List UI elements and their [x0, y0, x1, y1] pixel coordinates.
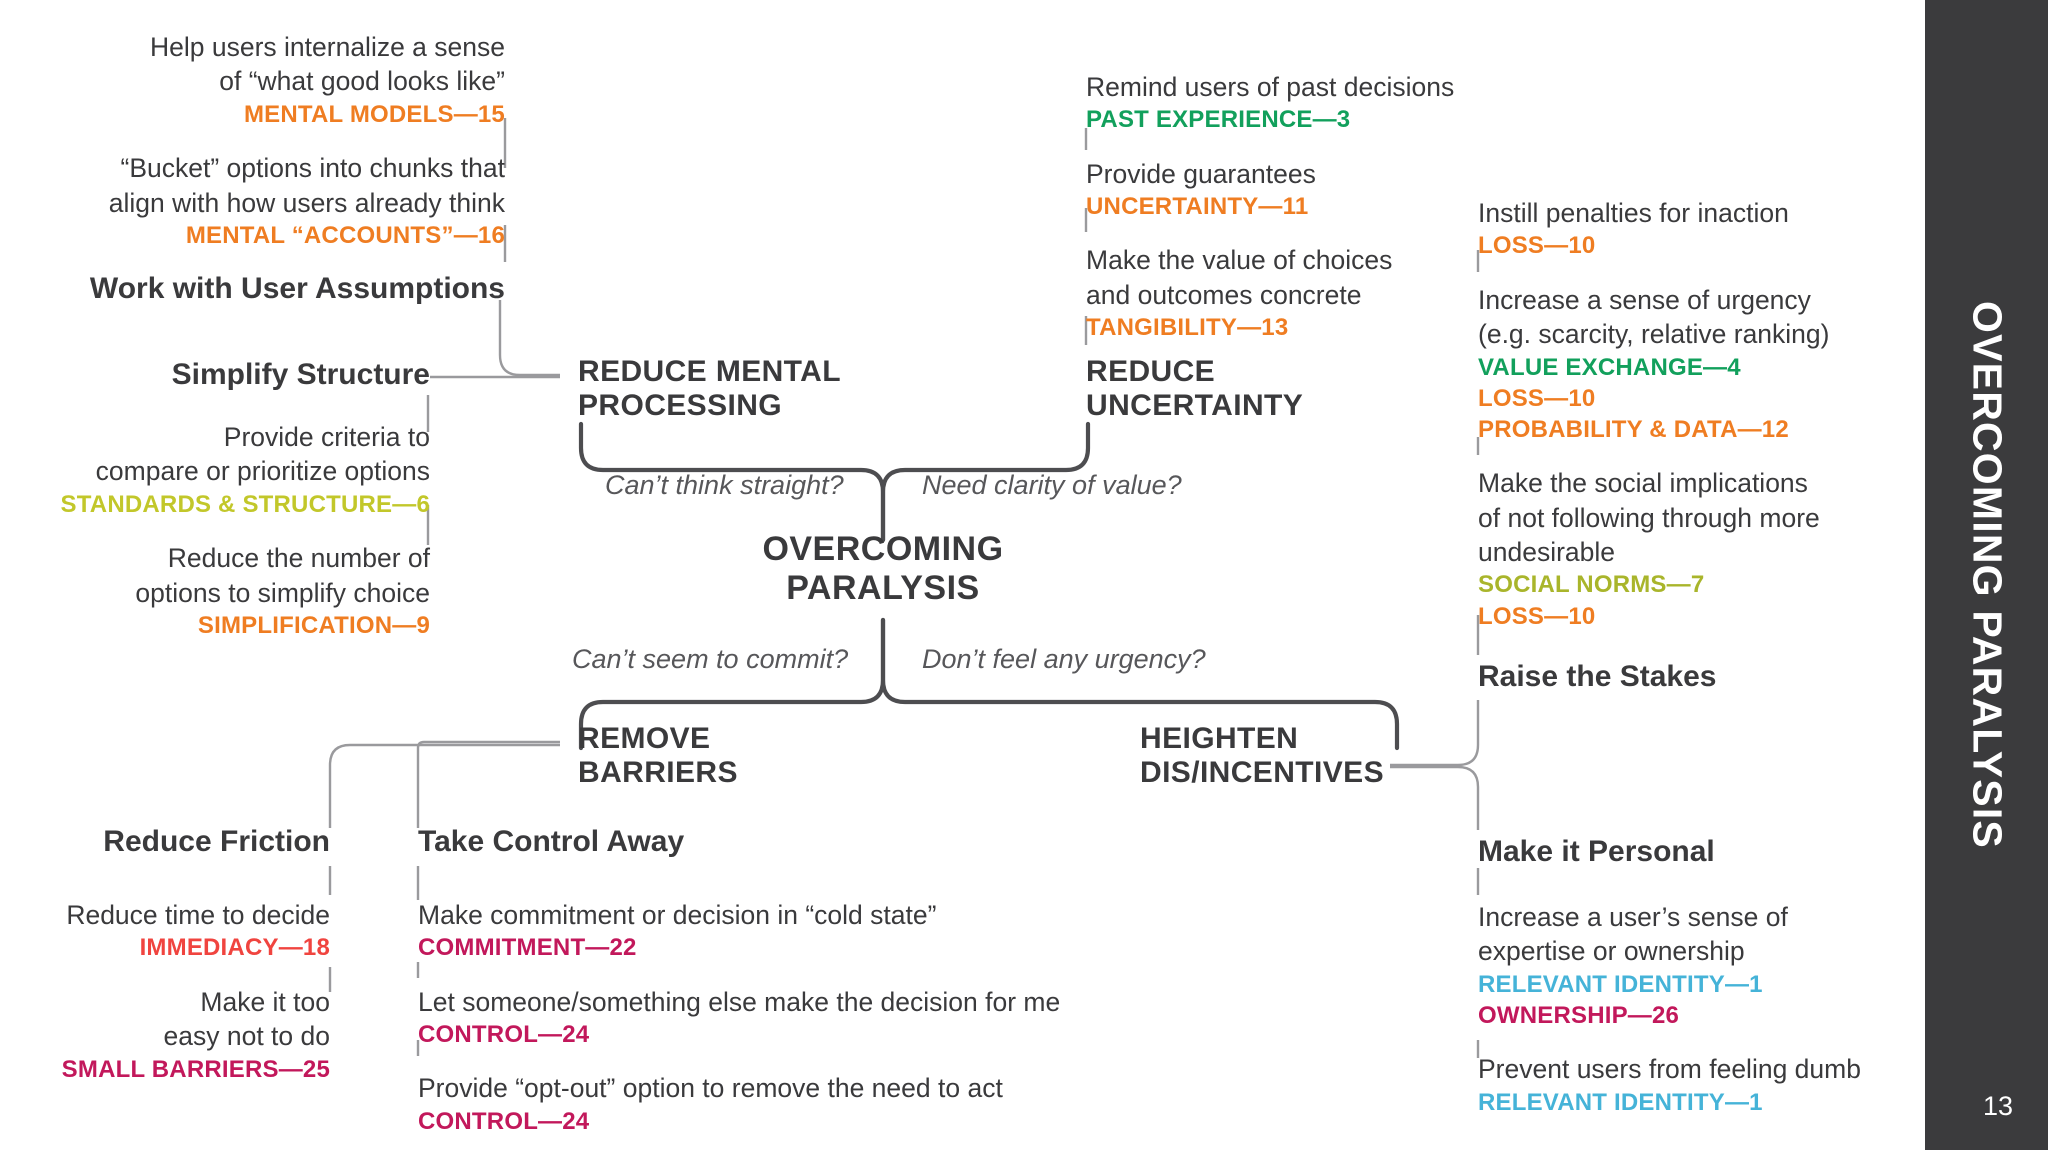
group-heading-make-it-personal: Make it Personal: [1478, 835, 1715, 868]
branch-remove-barriers[interactable]: REMOVE BARRIERS: [578, 722, 738, 789]
group-heading-reduce-friction: Reduce Friction: [103, 825, 330, 858]
principle-tag: PROBABILITY & DATA—12: [1478, 415, 1789, 443]
list-item: Make commitment or decision in “cold sta…: [418, 898, 1118, 964]
principle-tag: VALUE EXCHANGE—4: [1478, 353, 1741, 381]
principle-tag: SOCIAL NORMS—7: [1478, 571, 1705, 599]
item-description: Prevent users from feeling dumb: [1478, 1054, 1861, 1085]
item-description: Make the value of choices and outcomes c…: [1086, 245, 1393, 310]
principle-tag: LOSS—10: [1478, 232, 1596, 260]
list-item: Help users internalize a sense of “what …: [60, 30, 505, 130]
question-label-cant-seem-to-commit: Can’t seem to commit?: [572, 644, 849, 674]
question-label-dont-feel-any-urgency: Don’t feel any urgency?: [922, 644, 1206, 674]
group-make-it-personal-items: Increase a user’s sense of expertise or …: [1478, 900, 1878, 1118]
right-sidebar: OVERCOMING PARALYSIS 13: [1925, 0, 2048, 1150]
item-description: Make it too easy not to do: [163, 986, 330, 1052]
group-take-control-away-items: Make commitment or decision in “cold sta…: [418, 898, 1118, 1137]
group-reduce-friction-items: Reduce time to decide IMMEDIACY—18 Make …: [0, 898, 330, 1085]
principle-tag: SIMPLIFICATION—9: [197, 611, 430, 639]
item-description: Remind users of past decisions: [1086, 72, 1455, 102]
group-heading: Simplify Structure: [171, 358, 430, 391]
list-item: Provide “opt-out” option to remove the n…: [418, 1071, 1118, 1137]
item-description: Let someone/something else make the deci…: [418, 986, 1061, 1017]
item-description: Help users internalize a sense of “what …: [150, 32, 505, 97]
question-label-cant-think-straight: Can’t think straight?: [605, 470, 844, 500]
group-heading-take-control-away: Take Control Away: [418, 825, 685, 858]
principle-tag: OWNERSHIP—26: [1478, 1002, 1680, 1030]
group-simplify-structure: Simplify Structure: [10, 358, 430, 392]
item-description: Instill penalties for inaction: [1478, 198, 1789, 228]
principle-tag: RELEVANT IDENTITY—1: [1478, 1088, 1763, 1116]
item-description: Make the social implications of not foll…: [1478, 468, 1820, 567]
sidebar-title: OVERCOMING PARALYSIS: [1964, 301, 2010, 849]
group-simplify-structure-items: Provide criteria to compare or prioritiz…: [10, 420, 431, 641]
list-item: Make the value of choices and outcomes c…: [1086, 243, 1486, 343]
principle-tag: STANDARDS & STRUCTURE—6: [60, 490, 430, 518]
principle-tag: IMMEDIACY—18: [139, 934, 330, 962]
principle-tag: UNCERTAINTY—11: [1086, 193, 1309, 221]
principle-tag: MENTAL MODELS—15: [243, 100, 505, 128]
principle-tag: TANGIBILITY—13: [1086, 314, 1289, 342]
item-description: Provide criteria to compare or prioritiz…: [95, 422, 430, 487]
list-item: Increase a user’s sense of expertise or …: [1478, 900, 1878, 1031]
principle-tag: RELEVANT IDENTITY—1: [1478, 970, 1763, 998]
item-description: Increase a sense of urgency (e.g. scarci…: [1478, 284, 1830, 350]
group-work-with-user-assumptions: Help users internalize a sense of “what …: [60, 30, 505, 306]
list-item: Reduce the number of options to simplify…: [10, 541, 430, 641]
principle-tag: LOSS—10: [1478, 602, 1596, 630]
group-heading-raise-the-stakes: Raise the Stakes: [1478, 660, 1717, 693]
item-description: Increase a user’s sense of expertise or …: [1478, 902, 1788, 967]
principle-tag: CONTROL—24: [418, 1021, 590, 1049]
item-description: Provide “opt-out” option to remove the n…: [418, 1073, 1003, 1104]
list-item: “Bucket” options into chunks that align …: [60, 151, 505, 251]
list-item: Provide guarantees UNCERTAINTY—11: [1086, 157, 1486, 223]
item-description: “Bucket” options into chunks that align …: [108, 153, 505, 218]
principle-tag: LOSS—10: [1478, 384, 1596, 412]
principle-tag: MENTAL “ACCOUNTS”—16: [185, 221, 505, 249]
center-node-title[interactable]: OVERCOMING PARALYSIS: [762, 530, 1004, 607]
item-description: Reduce time to decide: [66, 900, 330, 930]
item-description: Provide guarantees: [1086, 158, 1316, 189]
principle-tag: SMALL BARRIERS—25: [61, 1055, 330, 1083]
item-description: Reduce the number of options to simplify…: [135, 543, 430, 608]
principle-tag: CONTROL—24: [418, 1107, 590, 1135]
group-raise-the-stakes-items: Instill penalties for inaction LOSS—10 I…: [1478, 196, 1873, 632]
item-description: Make commitment or decision in “cold sta…: [418, 900, 937, 930]
list-item: Instill penalties for inaction LOSS—10: [1478, 196, 1873, 262]
page-number: 13: [1982, 1091, 2013, 1121]
group-reduce-uncertainty-items: Remind users of past decisions PAST EXPE…: [1086, 70, 1486, 343]
list-item: Prevent users from feeling dumb RELEVANT…: [1478, 1052, 1878, 1118]
branch-reduce-mental-processing[interactable]: REDUCE MENTAL PROCESSING: [578, 355, 841, 422]
list-item: Increase a sense of urgency (e.g. scarci…: [1478, 283, 1873, 445]
principle-tag: COMMITMENT—22: [418, 934, 637, 962]
list-item: Make it too easy not to do SMALL BARRIER…: [0, 985, 330, 1085]
list-item: Reduce time to decide IMMEDIACY—18: [0, 898, 330, 964]
branch-reduce-uncertainty[interactable]: REDUCE UNCERTAINTY: [1086, 355, 1304, 422]
list-item: Provide criteria to compare or prioritiz…: [10, 420, 431, 520]
list-item: Let someone/something else make the deci…: [418, 985, 1118, 1051]
group-heading: Work with User Assumptions: [89, 272, 505, 306]
list-item: Remind users of past decisions PAST EXPE…: [1086, 70, 1486, 136]
principle-tag: PAST EXPERIENCE—3: [1086, 106, 1351, 134]
question-label-need-clarity-of-value: Need clarity of value?: [922, 470, 1182, 500]
branch-heighten-disincentives[interactable]: HEIGHTEN DIS/INCENTIVES: [1140, 722, 1384, 789]
list-item: Make the social implications of not foll…: [1478, 466, 1873, 632]
